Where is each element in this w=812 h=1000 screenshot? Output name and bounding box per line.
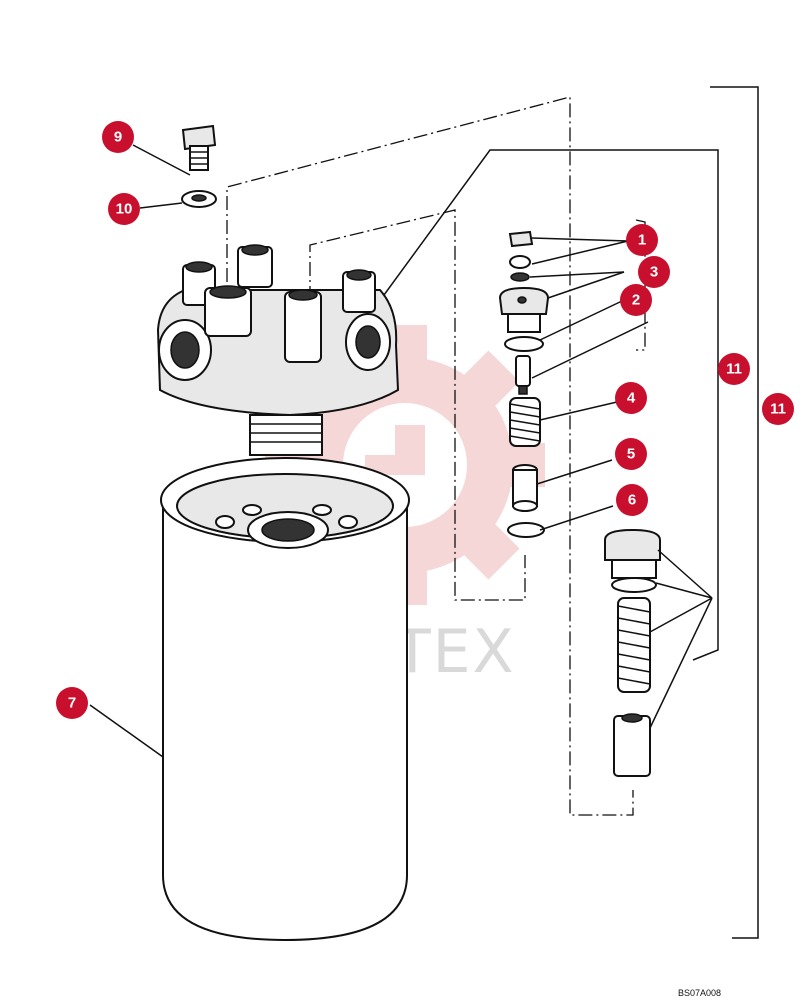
assembly-bracket bbox=[710, 86, 759, 939]
callout-9[interactable]: 9 bbox=[102, 121, 134, 153]
svg-text:2: 2 bbox=[632, 292, 640, 309]
callout-11-outer[interactable]: 11 bbox=[762, 393, 794, 425]
valve-cap-part bbox=[498, 286, 550, 352]
svg-text:11: 11 bbox=[770, 401, 786, 418]
callout-2[interactable]: 2 bbox=[620, 284, 652, 316]
svg-text:6: 6 bbox=[628, 492, 636, 509]
svg-text:9: 9 bbox=[114, 129, 122, 146]
svg-text:5: 5 bbox=[627, 446, 635, 463]
bypass-valve-part bbox=[604, 528, 661, 777]
svg-text:3: 3 bbox=[650, 264, 658, 281]
assembly-outline bbox=[226, 96, 719, 816]
svg-text:1: 1 bbox=[638, 232, 646, 249]
drawing-code: BS07A008 bbox=[678, 988, 721, 998]
callout-11-inner[interactable]: 11 bbox=[718, 353, 750, 385]
valve-spring-part bbox=[509, 397, 541, 447]
valve-sleeve-part bbox=[512, 464, 538, 512]
callout-10[interactable]: 10 bbox=[108, 193, 140, 225]
callout-3[interactable]: 3 bbox=[638, 256, 670, 288]
callout-5[interactable]: 5 bbox=[615, 438, 647, 470]
bolt-part bbox=[181, 124, 217, 171]
callout-7[interactable]: 7 bbox=[56, 687, 88, 719]
valve-stem-part bbox=[515, 355, 531, 395]
svg-text:11: 11 bbox=[726, 361, 742, 378]
svg-text:7: 7 bbox=[68, 695, 76, 712]
callout-6[interactable]: 6 bbox=[616, 484, 648, 516]
filter-cartridge-part bbox=[160, 457, 410, 942]
leader-lines bbox=[89, 144, 713, 758]
filter-head-part bbox=[156, 244, 400, 456]
callout-1[interactable]: 1 bbox=[626, 224, 658, 256]
svg-text:4: 4 bbox=[627, 390, 636, 407]
valve-seal-part bbox=[507, 522, 545, 538]
valve-nut-part bbox=[508, 230, 534, 282]
callout-4[interactable]: 4 bbox=[615, 382, 647, 414]
svg-text:10: 10 bbox=[116, 201, 133, 218]
washer-part bbox=[181, 190, 217, 208]
